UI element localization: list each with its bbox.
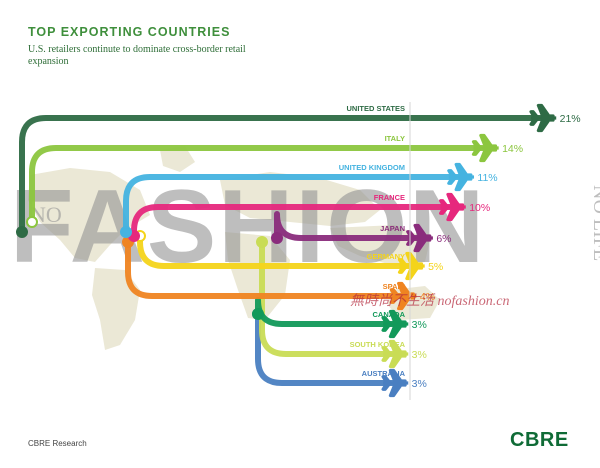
country-label-france: FRANCE xyxy=(374,193,405,202)
value-label-italy: 14% xyxy=(502,143,523,155)
page-subtitle: U.S. retailers continute to dominate cro… xyxy=(28,44,246,67)
value-label-germany: 5% xyxy=(428,261,443,273)
route-spain xyxy=(125,239,407,299)
source-label: CBRE Research xyxy=(28,439,87,448)
origin-dot-canada xyxy=(252,308,264,320)
svg-text:NO LIFE: NO LIFE xyxy=(589,185,600,261)
origin-dot-united-kingdom xyxy=(120,226,132,238)
country-label-japan: JAPAN xyxy=(380,224,405,233)
value-label-united-states: 21% xyxy=(560,113,581,125)
world-map-background xyxy=(28,146,440,350)
country-label-south-korea: SOUTH KOREA xyxy=(350,340,406,349)
page-title: TOP EXPORTING COUNTRIES xyxy=(28,25,231,39)
route-south-korea xyxy=(259,239,399,357)
origin-dot-japan xyxy=(271,232,283,244)
country-labels: AUSTRALIA 3% SOUTH KOREA 3% CANADA 3% SPAIN 4% G… xyxy=(339,102,581,400)
route-italy xyxy=(29,145,490,225)
value-label-canada: 3% xyxy=(412,319,427,331)
airplane-icon xyxy=(529,103,557,133)
route-canada xyxy=(255,297,399,327)
value-label-australia: 3% xyxy=(412,378,427,390)
value-label-south-korea: 3% xyxy=(412,349,427,361)
route-united-kingdom xyxy=(123,174,465,235)
route-japan xyxy=(274,211,424,241)
airplane-icon xyxy=(381,309,409,339)
origin-dot-united-states xyxy=(16,226,28,238)
airplane-icon xyxy=(406,223,433,253)
airplane-icon xyxy=(471,133,499,163)
airplane-icon xyxy=(447,162,475,192)
value-label-france: 10% xyxy=(469,202,490,214)
airplane-icon xyxy=(381,339,409,369)
country-label-australia: AUSTRALIA xyxy=(362,369,406,378)
route-australia xyxy=(255,311,399,386)
airplane-icon xyxy=(439,192,466,222)
value-label-japan: 6% xyxy=(436,233,451,245)
route-united-states xyxy=(19,115,547,235)
cbre-logo: CBRE xyxy=(510,429,569,451)
value-label-united-kingdom: 11% xyxy=(477,172,497,184)
origin-dot-italy xyxy=(26,216,38,228)
country-label-canada: CANADA xyxy=(373,310,406,319)
country-label-italy: ITALY xyxy=(385,134,405,143)
origin-dot-south-korea xyxy=(256,236,268,248)
route-germany xyxy=(137,233,416,269)
country-label-united-kingdom: UNITED KINGDOM xyxy=(339,163,405,172)
country-label-germany: GERMANY xyxy=(367,252,405,261)
airplane-icon xyxy=(381,368,409,398)
value-label-spain: 4% xyxy=(420,291,435,303)
airplane-icon xyxy=(389,281,417,311)
country-label-spain: SPAIN xyxy=(383,282,405,291)
flight-paths xyxy=(16,103,557,398)
watermark-url: 無時尚不生活 nofashion.cn xyxy=(350,294,510,309)
country-label-united-states: UNITED STATES xyxy=(347,104,405,113)
